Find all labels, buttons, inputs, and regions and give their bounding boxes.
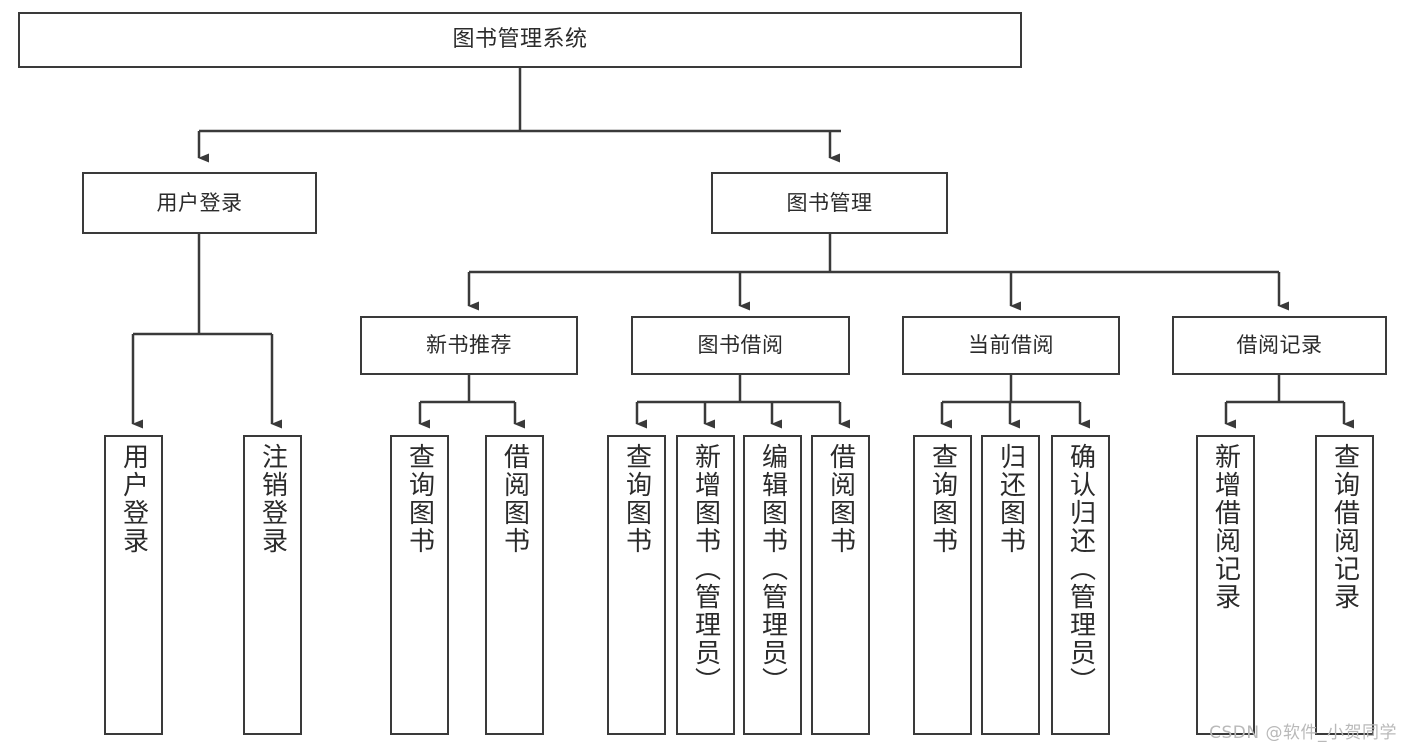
node-label: 新增借阅记录	[1210, 443, 1241, 611]
node-label: 用户登录	[156, 190, 243, 215]
node-leaf-return-book[interactable]: 归还图书	[981, 435, 1040, 735]
node-label: 查询图书	[621, 443, 652, 555]
node-label: 注销登录	[257, 443, 288, 555]
node-leaf-borrow-book-1[interactable]: 借阅图书	[485, 435, 544, 735]
node-book-borrow[interactable]: 图书借阅	[631, 316, 850, 375]
node-label: 借阅图书	[499, 443, 530, 555]
node-leaf-add-record[interactable]: 新增借阅记录	[1196, 435, 1255, 735]
node-leaf-user-login[interactable]: 用户登录	[104, 435, 163, 735]
node-label: 归还图书	[995, 443, 1026, 555]
node-leaf-edit-book[interactable]: 编辑图书（管理员）	[743, 435, 802, 735]
node-leaf-borrow-book-2[interactable]: 借阅图书	[811, 435, 870, 735]
node-label: 查询图书	[404, 443, 435, 555]
node-label: 查询图书	[927, 443, 958, 555]
watermark-text: CSDN @软件_小贺同学	[1209, 723, 1397, 743]
node-book-management[interactable]: 图书管理	[711, 172, 948, 234]
node-user-login[interactable]: 用户登录	[82, 172, 317, 234]
node-leaf-add-book[interactable]: 新增图书（管理员）	[676, 435, 735, 735]
node-label: 当前借阅	[968, 333, 1054, 358]
node-label: 借阅记录	[1236, 333, 1323, 358]
node-leaf-query-book-3[interactable]: 查询图书	[913, 435, 972, 735]
node-leaf-query-record[interactable]: 查询借阅记录	[1315, 435, 1374, 735]
node-leaf-query-book-2[interactable]: 查询图书	[607, 435, 666, 735]
node-label: 编辑图书（管理员）	[757, 443, 788, 695]
node-label: 图书借阅	[697, 333, 784, 358]
node-leaf-logout-login[interactable]: 注销登录	[243, 435, 302, 735]
node-new-book-recommend[interactable]: 新书推荐	[360, 316, 578, 375]
node-label: 图书管理系统	[452, 27, 588, 53]
node-label: 借阅图书	[825, 443, 856, 555]
node-label: 用户登录	[118, 443, 149, 555]
node-label: 查询借阅记录	[1329, 443, 1360, 611]
node-current-borrow[interactable]: 当前借阅	[902, 316, 1120, 375]
node-leaf-confirm-return[interactable]: 确认归还（管理员）	[1051, 435, 1110, 735]
node-borrow-record[interactable]: 借阅记录	[1172, 316, 1387, 375]
node-label: 新书推荐	[426, 333, 512, 358]
node-label: 新增图书（管理员）	[690, 443, 721, 695]
node-root-system[interactable]: 图书管理系统	[18, 12, 1022, 68]
node-label: 图书管理	[786, 190, 873, 215]
node-leaf-query-book-1[interactable]: 查询图书	[390, 435, 449, 735]
node-label: 确认归还（管理员）	[1065, 443, 1096, 695]
